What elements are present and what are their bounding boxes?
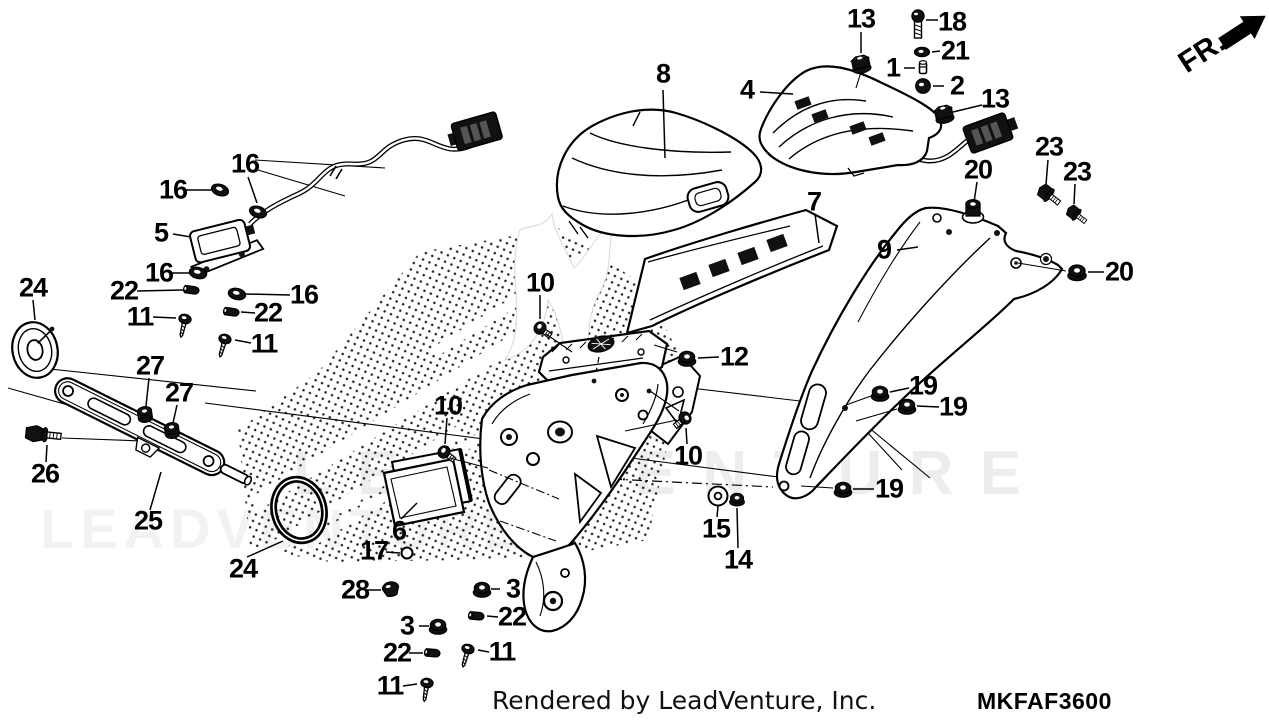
part-callout-22: 22 <box>497 601 527 632</box>
part-23-bolt <box>1034 181 1065 210</box>
part-callout-5: 5 <box>153 217 169 248</box>
part-callout-20: 20 <box>963 154 993 185</box>
part-1-pin <box>918 60 928 75</box>
part-callout-15: 15 <box>701 513 731 544</box>
fr-direction-arrow <box>1218 15 1266 50</box>
part-3-nut <box>472 581 492 598</box>
part-callout-10: 10 <box>525 267 555 298</box>
part-callout-19: 19 <box>908 370 938 401</box>
part-19-nut <box>870 385 890 402</box>
part-14-nut <box>729 492 745 507</box>
part-24-disc <box>11 321 59 379</box>
part-callout-3: 3 <box>505 573 521 604</box>
part-11-screw <box>417 676 435 703</box>
part-9-fender-stay <box>775 206 1064 500</box>
part-callout-25: 25 <box>133 505 163 536</box>
part-callout-21: 21 <box>940 35 970 66</box>
part-callout-27: 27 <box>164 377 194 408</box>
part-12-nut <box>677 350 697 367</box>
part-callout-16: 16 <box>158 174 188 205</box>
part-callout-13: 13 <box>846 3 876 34</box>
diagram-code: MKFAF3600 <box>977 688 1112 714</box>
part-22-cap <box>467 610 485 621</box>
part-callout-16: 16 <box>289 279 319 310</box>
part-callout-19: 19 <box>938 391 968 422</box>
part-7-inner-tray <box>625 208 839 335</box>
part-callout-4: 4 <box>739 74 755 105</box>
flame-watermark <box>503 212 618 393</box>
part-23-bolt <box>1063 202 1091 228</box>
part-16-grommet <box>247 203 269 221</box>
part-4-taillight-unit <box>758 65 1019 177</box>
part-callout-7: 7 <box>806 186 822 217</box>
part-callout-18: 18 <box>937 6 967 37</box>
part-18-bolt <box>911 9 925 39</box>
part-21-washer <box>913 46 931 58</box>
part-callout-22: 22 <box>253 297 283 328</box>
part-callout-14: 14 <box>723 544 753 575</box>
part-6-reflector <box>382 447 473 528</box>
part-11-screw <box>456 642 476 670</box>
part-callout-16: 16 <box>144 257 174 288</box>
part-3-nut <box>428 618 448 635</box>
part-27-nut <box>136 405 154 424</box>
part-callout-24: 24 <box>18 272 48 303</box>
part-11-screw <box>213 332 233 360</box>
part-15-washer <box>707 485 729 507</box>
part-callout-17: 17 <box>359 535 389 566</box>
part-2-grommet <box>915 78 931 94</box>
part-24-oring <box>270 475 328 545</box>
part-8-tail-cowl <box>555 108 763 239</box>
part-27-nut <box>163 421 181 440</box>
leader-lines <box>32 19 1104 687</box>
rendered-by-credit: Rendered by LeadVenture, Inc. <box>492 686 877 715</box>
part-callout-3: 3 <box>399 610 415 641</box>
part-callout-23: 23 <box>1034 131 1064 162</box>
part-callout-10: 10 <box>433 390 463 421</box>
part-19-nut <box>897 398 917 415</box>
part-22-cap <box>222 306 241 318</box>
part-center-bracket-assembly <box>479 329 702 633</box>
part-callout-11: 11 <box>488 636 517 667</box>
part-callout-28: 28 <box>340 574 370 605</box>
part-13-nut <box>849 53 873 76</box>
part-callout-10: 10 <box>673 440 703 471</box>
part-callout-24: 24 <box>228 553 258 584</box>
part-callout-13: 13 <box>980 83 1010 114</box>
part-17-clip <box>400 546 414 560</box>
part-callout-16: 16 <box>230 148 260 179</box>
part-11-screw <box>174 312 193 340</box>
part-callout-23: 23 <box>1062 156 1092 187</box>
part-5-license-light-harness <box>189 111 503 277</box>
part-callout-26: 26 <box>30 458 60 489</box>
part-16-grommet <box>209 181 231 199</box>
part-20-nut <box>1067 264 1087 282</box>
part-callout-22: 22 <box>382 637 412 668</box>
part-26-bolt <box>24 425 62 443</box>
part-13-nut <box>932 103 956 126</box>
part-callout-20: 20 <box>1104 256 1134 287</box>
part-callout-11: 11 <box>250 328 279 359</box>
part-callout-2: 2 <box>949 70 965 101</box>
part-callout-11: 11 <box>126 301 155 332</box>
part-22-cap <box>182 284 201 296</box>
part-callout-22: 22 <box>109 275 139 306</box>
part-20-bushing <box>961 198 985 224</box>
part-callout-1: 1 <box>885 52 901 83</box>
part-callout-11: 11 <box>376 670 405 701</box>
part-19-nut <box>833 481 853 498</box>
part-callout-19: 19 <box>874 473 904 504</box>
part-callout-8: 8 <box>655 58 671 89</box>
part-callout-27: 27 <box>135 350 165 381</box>
part-16-grommet <box>226 286 248 302</box>
part-callout-12: 12 <box>719 341 749 372</box>
part-28-cap <box>382 581 400 598</box>
part-callout-6: 6 <box>391 515 407 546</box>
part-callout-9: 9 <box>876 234 892 265</box>
part-22-cap <box>423 647 441 658</box>
